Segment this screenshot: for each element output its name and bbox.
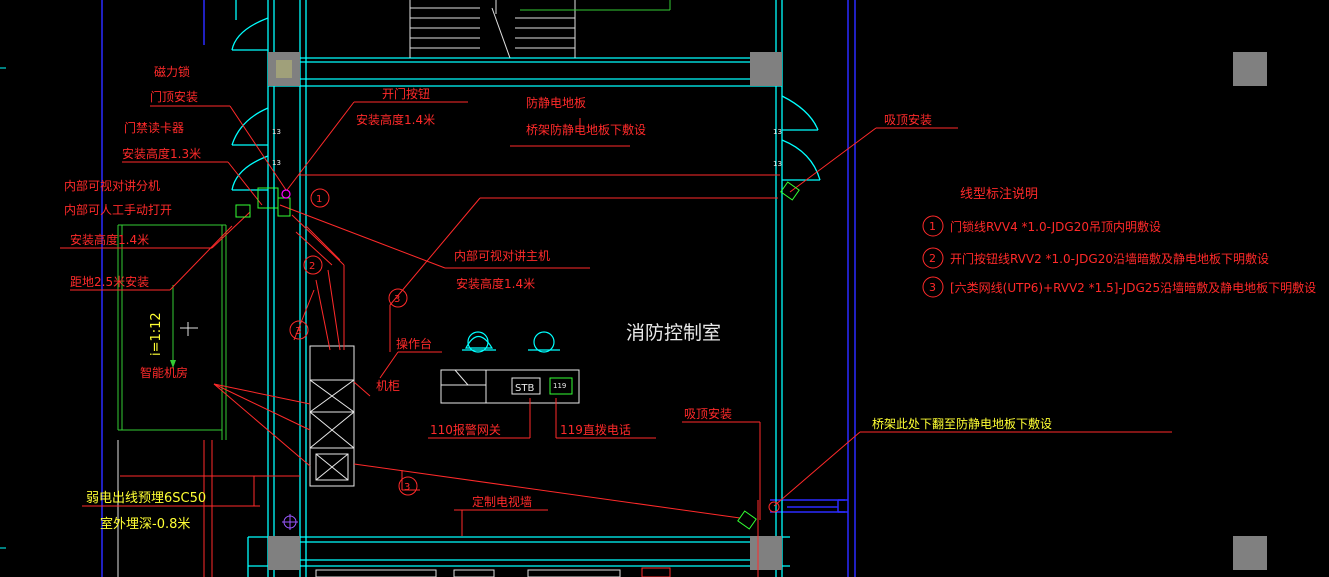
marker-3a: 3 <box>295 326 301 337</box>
label-tray-note: 桥架此处下翻至防静电地板下敷设 <box>872 416 1052 431</box>
marker-2: 2 <box>309 261 315 272</box>
label-card-reader-height: 安装高度1.3米 <box>122 146 201 161</box>
stairs <box>409 0 576 59</box>
walls <box>231 0 821 577</box>
bottom-equipment <box>315 567 671 577</box>
label-phone-119: 119直拨电话 <box>560 423 631 437</box>
legend-num-3: 3 <box>929 281 936 294</box>
legend-item-3: [六类网线(UTP6)+RVV2 *1.5]-JDG25沿墙暗敷及静电地板下明敷… <box>950 280 1316 295</box>
label-intercom-main: 内部可视对讲主机 <box>454 248 550 263</box>
chairs <box>462 331 560 353</box>
label-alarm-110: 110报警网关 <box>430 422 501 437</box>
cabinets <box>309 345 355 487</box>
phone-box-label: 119 <box>553 382 566 390</box>
marker-13a: 13 <box>272 128 281 136</box>
legend-num-2: 2 <box>929 252 936 265</box>
label-cabinet: 机柜 <box>376 379 400 393</box>
marker-1: 1 <box>316 194 322 205</box>
left-shaft <box>117 224 227 440</box>
label-magnetic-lock: 磁力锁 <box>154 64 190 79</box>
stb-label: STB <box>515 383 534 394</box>
label-intercom-ext-height: 安装高度1.4米 <box>70 232 149 247</box>
label-tv-wall: 定制电视墙 <box>472 494 532 509</box>
label-card-reader: 门禁读卡器 <box>124 120 184 135</box>
label-antistatic: 防静电地板 <box>526 95 586 110</box>
devices <box>235 181 800 530</box>
annotation-leaders <box>60 101 1172 536</box>
label-door-button: 开门按钮 <box>382 86 430 101</box>
console <box>440 369 580 404</box>
columns <box>268 52 1267 570</box>
circle-markers <box>289 188 944 496</box>
label-ceiling-install-2: 吸顶安装 <box>684 406 732 421</box>
label-intercom-main-height: 安装高度1.4米 <box>456 276 535 291</box>
legend-num-1: 1 <box>929 220 936 233</box>
room-title: 消防控制室 <box>626 322 721 344</box>
legend-title: 线型标注说明 <box>960 187 1038 202</box>
label-magnetic-lock-install: 门顶安装 <box>150 89 198 104</box>
label-door-button-height: 安装高度1.4米 <box>356 112 435 127</box>
marker-13b: 13 <box>272 159 281 167</box>
label-slope: i=1:12 <box>149 312 164 356</box>
label-ceiling-install-1: 吸顶安装 <box>884 112 932 127</box>
label-weak-outlet: 弱电出线预埋6SC50 <box>86 491 206 506</box>
label-antistatic-note: 桥架防静电地板下敷设 <box>526 122 646 137</box>
legend-item-2: 开门按钮线RVV2 *1.0-JDG20沿墙暗敷及静电地板下明敷设 <box>950 251 1269 266</box>
marker-13d: 13 <box>773 160 782 168</box>
label-outdoor-depth: 室外埋深-0.8米 <box>100 516 190 532</box>
label-intercom-ext-open: 内部可人工手动打开 <box>64 202 172 217</box>
label-intercom-ext: 内部可视对讲分机 <box>64 178 160 193</box>
marker-13c: 13 <box>773 128 782 136</box>
label-ramp: 智能机房 <box>140 365 188 380</box>
label-height-25: 距地2.5米安装 <box>70 274 149 289</box>
marker-3b: 3 <box>394 294 400 305</box>
marker-3c: 3 <box>404 482 410 493</box>
legend-item-1: 门锁线RVV4 *1.0-JDG20吊顶内明敷设 <box>950 219 1161 234</box>
label-console: 操作台 <box>396 336 432 351</box>
blue-pipes <box>101 0 856 577</box>
